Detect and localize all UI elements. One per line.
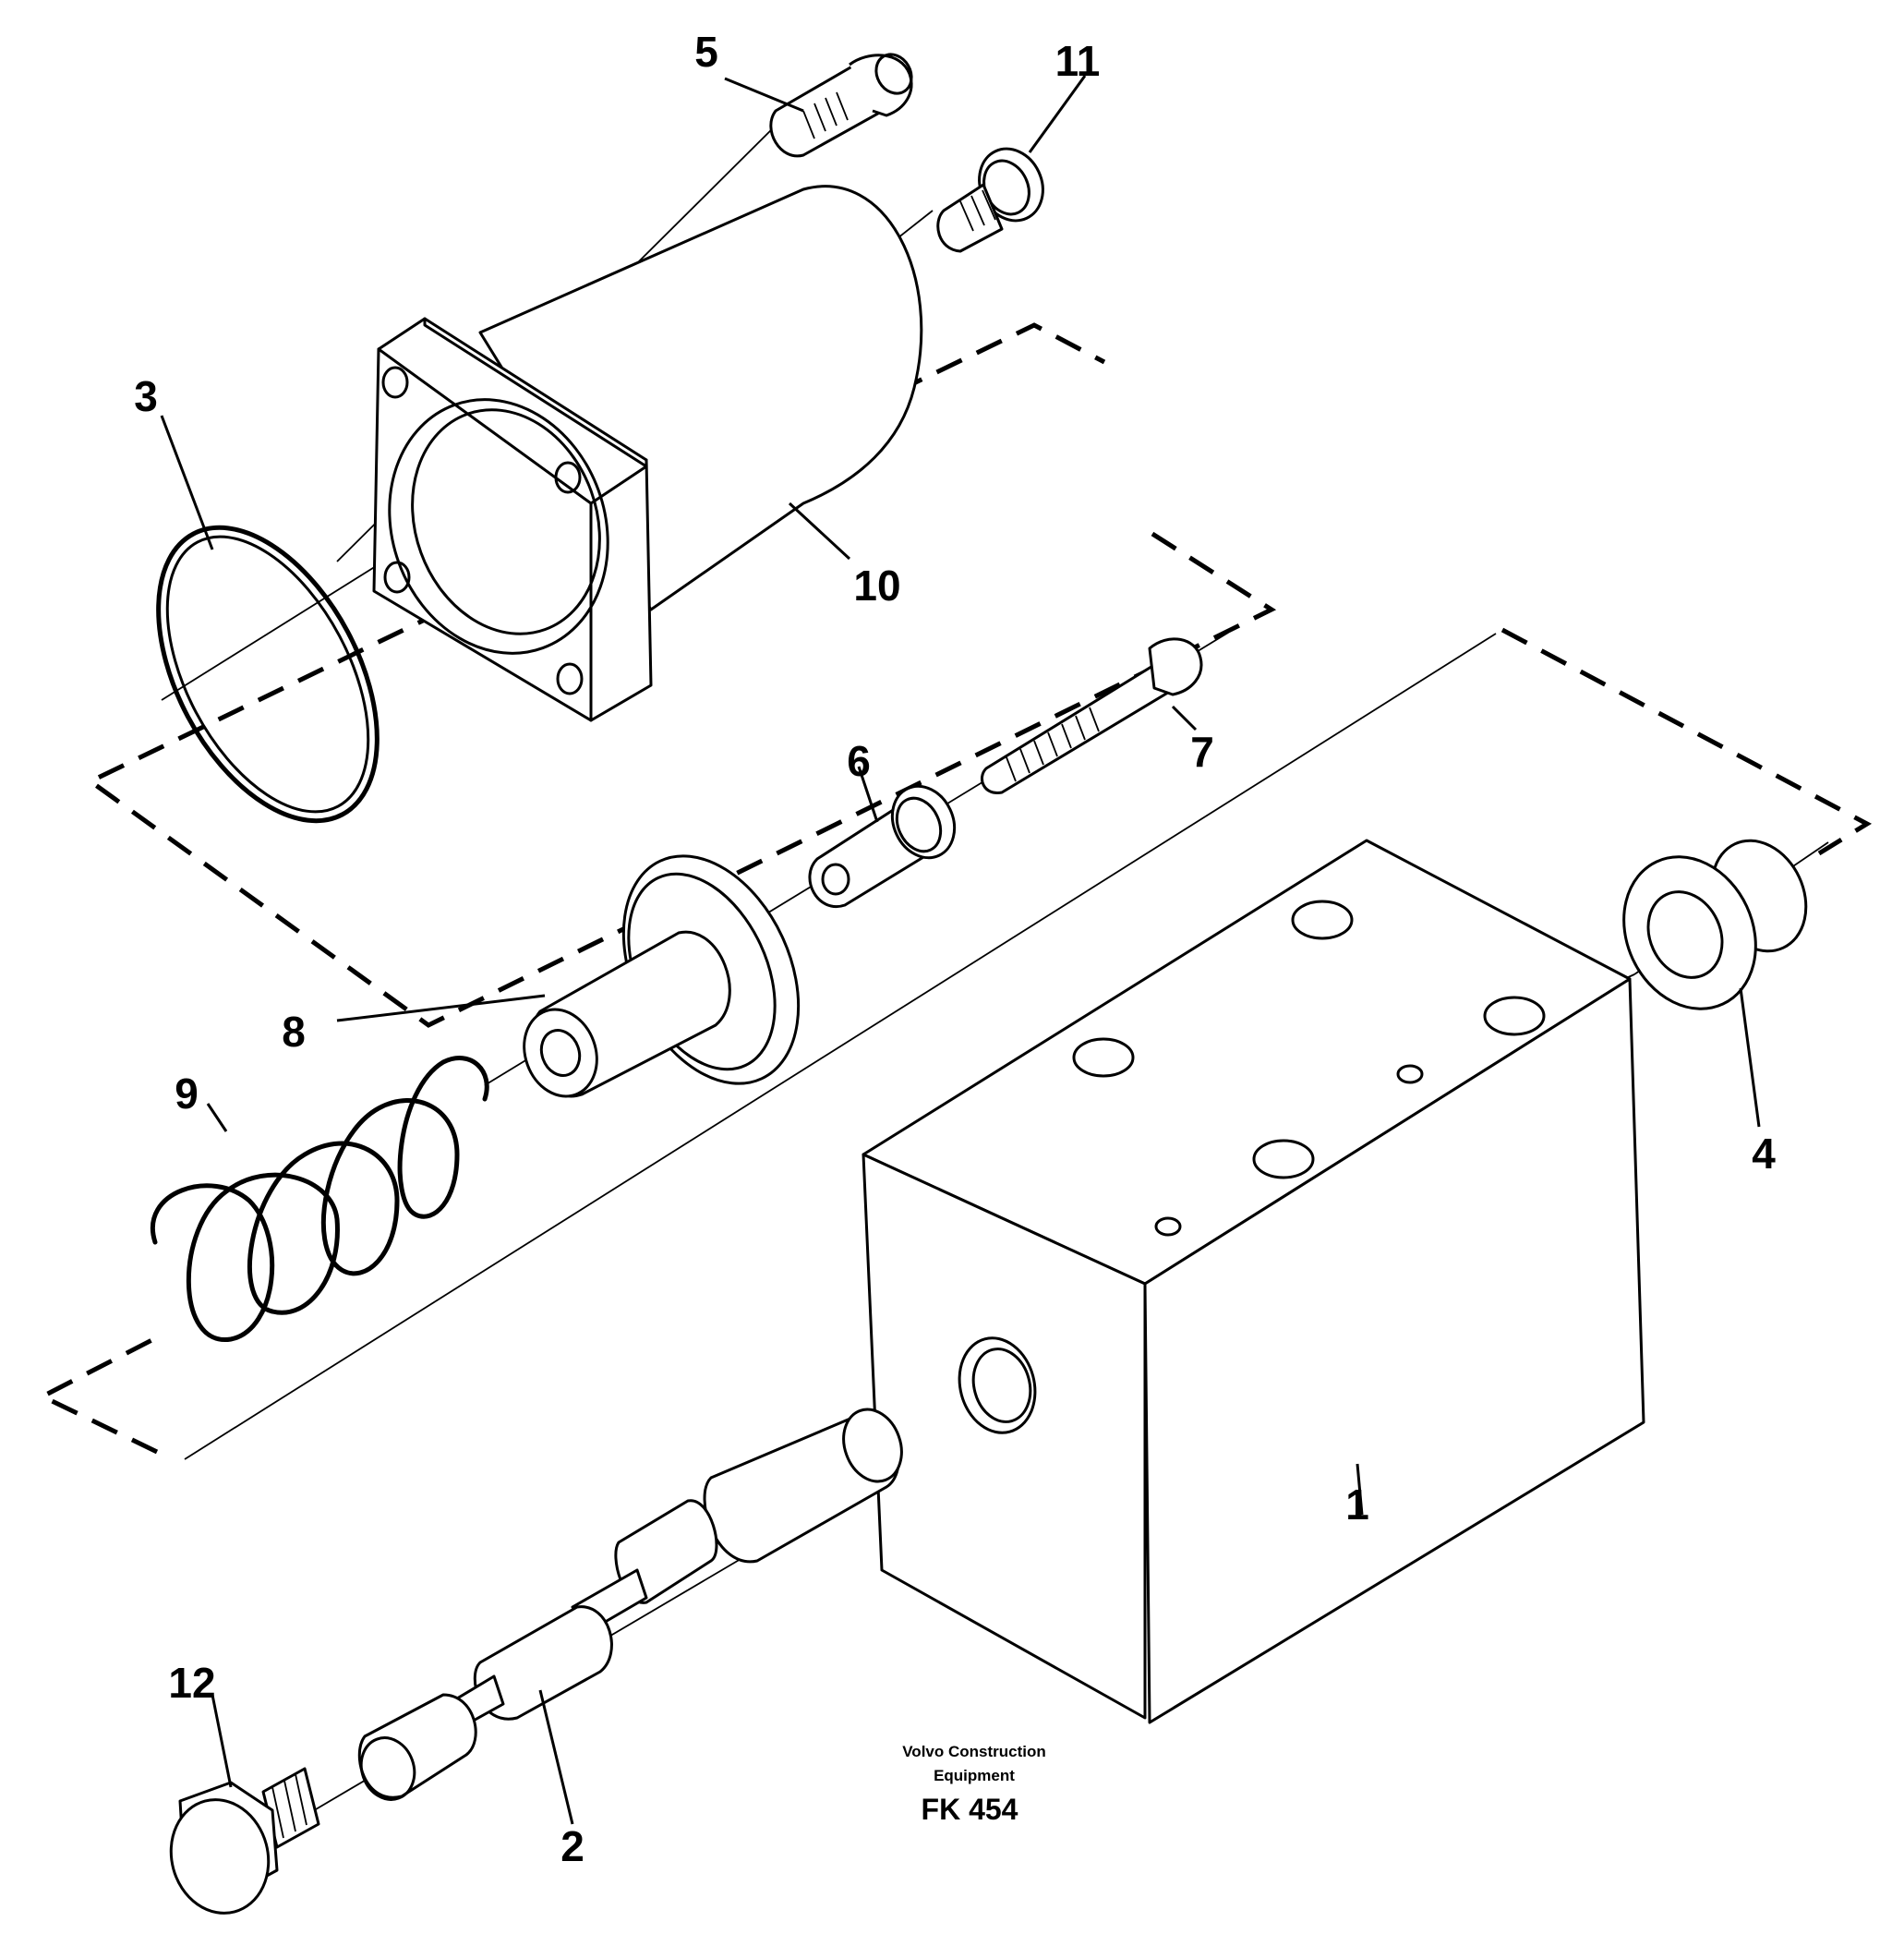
cap-screw-part-5 <box>769 53 913 158</box>
leader-lines <box>160 75 1761 1825</box>
piston-part-8 <box>523 854 801 1098</box>
part-labels: 1 2 3 4 5 6 7 8 9 10 11 12 <box>134 28 1776 1870</box>
label-part-11: 11 <box>1055 37 1101 85</box>
hex-plug-part-12 <box>169 1767 320 1915</box>
spring-part-9 <box>151 1056 489 1342</box>
maker-name-line-2: Equipment <box>934 1767 1015 1784</box>
seat-part-4 <box>1622 839 1808 1010</box>
maker-name-line-1: Volvo Construction <box>902 1743 1046 1760</box>
label-part-6: 6 <box>847 737 871 785</box>
assembly-boundary-upper <box>86 322 1277 1028</box>
figure-code: FK 454 <box>922 1793 1018 1826</box>
label-part-4: 4 <box>1752 1130 1776 1178</box>
label-part-7: 7 <box>1190 728 1214 776</box>
sleeve-part-6 <box>808 784 957 909</box>
plug-part-11 <box>936 147 1044 253</box>
label-part-2: 2 <box>560 1822 584 1870</box>
label-part-10: 10 <box>853 562 900 610</box>
spool-part-2 <box>357 1408 903 1801</box>
valve-body-part-1 <box>862 839 1645 1724</box>
label-part-12: 12 <box>168 1659 215 1707</box>
solenoid-cover-part-10 <box>372 185 923 722</box>
label-part-8: 8 <box>282 1008 306 1056</box>
label-part-9: 9 <box>175 1070 199 1118</box>
label-part-5: 5 <box>694 28 718 76</box>
o-ring-part-3 <box>156 525 380 824</box>
long-screw-part-7 <box>981 637 1203 794</box>
figure-footer: Volvo Construction Equipment FK 454 <box>902 1743 1046 1826</box>
label-part-1: 1 <box>1345 1481 1369 1529</box>
label-part-3: 3 <box>134 372 158 420</box>
assembly-boundary-lower <box>37 627 1873 1460</box>
